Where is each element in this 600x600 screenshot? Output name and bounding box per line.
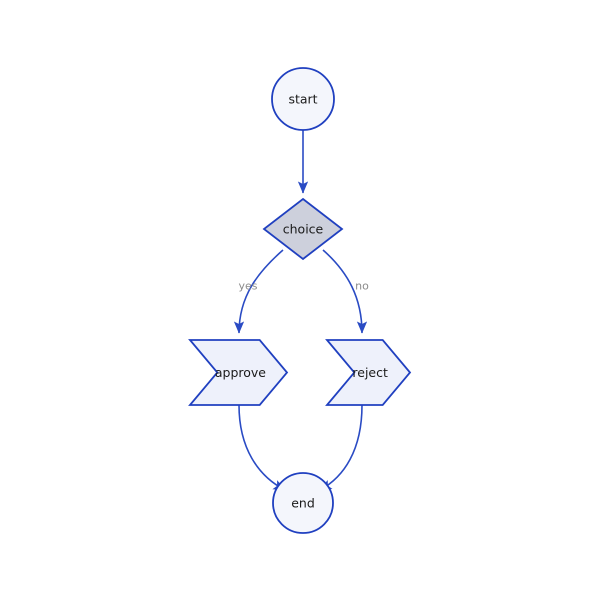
edge-reject-to-end (319, 404, 363, 491)
node-label-end: end (291, 496, 315, 511)
node-label-choice: choice (283, 222, 324, 237)
node-label-approve: approve (215, 365, 266, 380)
edge-choice-to-approve (233, 249, 284, 334)
node-start[interactable]: start (271, 67, 335, 131)
edge-choice-to-reject (322, 249, 368, 334)
node-choice[interactable]: choice (262, 197, 344, 261)
node-reject[interactable]: reject (325, 339, 412, 406)
edge-label-yes: yes (238, 280, 257, 293)
node-shape-chevron-reject (325, 339, 412, 406)
node-label-reject: reject (352, 365, 388, 380)
node-shape-circle-start (271, 67, 335, 131)
edge-label-no: no (355, 280, 369, 293)
node-label-start: start (288, 92, 317, 107)
edge-labels-layer: yes no (238, 280, 369, 293)
edges-layer (233, 130, 368, 491)
nodes-layer: start choice approve reject end (188, 67, 412, 534)
edge-approve-to-end (238, 404, 286, 491)
node-approve[interactable]: approve (188, 339, 289, 406)
node-shape-circle-end (272, 472, 334, 534)
node-shape-diamond-choice (262, 197, 344, 261)
node-shape-chevron-approve (188, 339, 289, 406)
node-end[interactable]: end (272, 472, 334, 534)
